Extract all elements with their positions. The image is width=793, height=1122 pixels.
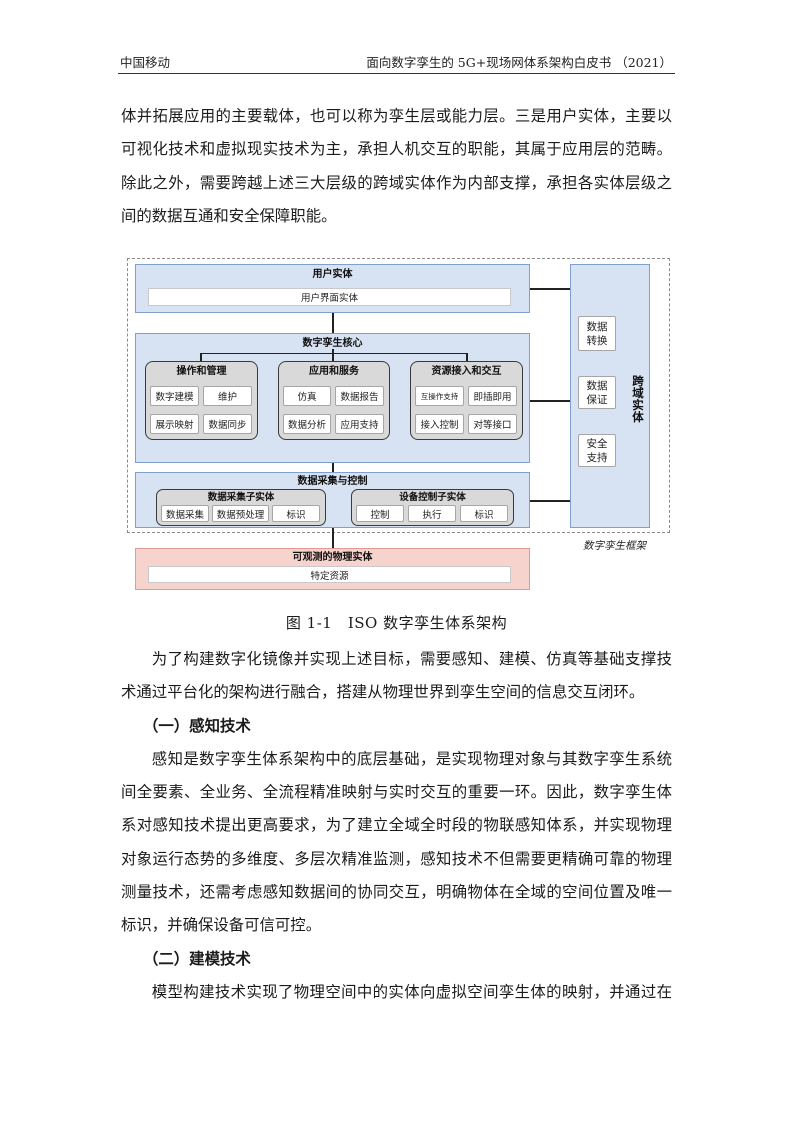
connector-line — [200, 352, 468, 354]
connector-line — [332, 528, 334, 548]
connector-line — [530, 500, 570, 502]
intro-paragraph: 体并拓展应用的主要载体，也可以称为孪生层或能力层。三是用户实体，主要以 可视化技… — [121, 100, 672, 233]
group-device-control-subentity: 设备控制子实体 控制 执行 标识 — [351, 489, 514, 526]
connector-line — [332, 349, 334, 353]
connector-line — [466, 352, 468, 362]
group-data-collection-subentity: 数据采集子实体 数据采集 数据预处理 标识 — [156, 489, 326, 526]
body-line: 间的数据互通和安全保障职能。 — [121, 206, 337, 225]
body-line: 测量技术，还需考虑感知数据间的协同交互，明确物体在全域的空间位置及唯一 — [121, 883, 672, 902]
body-line: 系对感知技术提出更高要求，为了建立全域全时段的物联感知体系，并实现物理 — [121, 816, 672, 835]
header-org: 中国移动 — [120, 55, 171, 70]
data-collection-control-box: 数据采集与控制 数据采集子实体 数据采集 数据预处理 标识 设备控制子实体 控制… — [135, 472, 530, 528]
group-title: 资源接入和交互 — [431, 366, 502, 377]
item-box: 数据保证 — [578, 376, 616, 409]
item-box: 数据报告 — [335, 386, 384, 406]
cross-domain-title: 跨域实体 — [631, 375, 645, 423]
item-box: 即插即用 — [468, 386, 517, 406]
physical-entity-title: 可观测的物理实体 — [292, 552, 373, 563]
item-box: 接入控制 — [415, 414, 464, 434]
item-box: 数据同步 — [203, 414, 252, 434]
item-box: 标识 — [460, 505, 508, 522]
body-line: 体并拓展应用的主要载体，也可以称为孪生层或能力层。三是用户实体，主要以 — [121, 107, 672, 125]
connector-line — [332, 463, 334, 472]
header-doc-title: 面向数字孪生的 5G+现场网体系架构白皮书 （2021） — [366, 55, 672, 70]
body-line: 术通过平台化的架构进行融合，搭建从物理世界到孪生空间的信息交互闭环。 — [121, 683, 645, 702]
body-line: 模型构建技术实现了物理空间中的实体向虚拟空间孪生体的映射，并通过在 — [151, 982, 672, 1001]
connector-line — [530, 288, 570, 290]
group-title: 操作和管理 — [176, 366, 227, 377]
specific-resources-bar: 特定资源 — [148, 566, 511, 583]
group-title: 数据采集子实体 — [207, 492, 275, 503]
group-title: 设备控制子实体 — [399, 492, 466, 503]
connector-line — [332, 352, 334, 362]
group-resource-access-interaction: 资源接入和交互 互操作支持 即插即用 接入控制 对等接口 — [410, 361, 523, 440]
section-heading-perception: （一）感知技术 — [143, 716, 251, 735]
framework-dashed-border — [127, 258, 670, 533]
group-title: 应用和服务 — [309, 366, 359, 377]
item-box: 应用支持 — [335, 414, 384, 434]
core-title: 数字孪生核心 — [302, 338, 363, 349]
item-box: 数据预处理 — [212, 505, 269, 522]
item-box: 数据转换 — [578, 316, 616, 351]
group-application-services: 应用和服务 仿真 数据报告 数据分析 应用支持 — [278, 361, 390, 440]
item-box: 执行 — [408, 505, 456, 522]
item-box: 安全支持 — [578, 434, 616, 467]
body-section: 为了构建数字化镜像并实现上述目标，需要感知、建模、仿真等基础支撑技 术通过平台化… — [121, 643, 672, 1009]
section-heading-modeling: （二）建模技术 — [143, 949, 251, 968]
connector-line — [200, 352, 202, 362]
group-operation-management: 操作和管理 数字建模 维护 展示映射 数据同步 — [145, 361, 258, 440]
item-box: 展示映射 — [150, 414, 199, 434]
cross-domain-entity-box: 数据转换 数据保证 安全支持 跨域实体 — [570, 264, 650, 528]
item-box: 控制 — [356, 505, 404, 522]
header-rule — [118, 73, 675, 74]
item-box: 维护 — [203, 386, 252, 406]
data-control-title: 数据采集与控制 — [297, 476, 368, 487]
body-line: 感知是数字孪生体系架构中的底层基础，是实现物理对象与其数字孪生系统 — [151, 749, 672, 768]
observable-physical-entity-box: 可观测的物理实体 特定资源 — [135, 548, 530, 590]
item-box: 仿真 — [283, 386, 331, 406]
figure-caption: 图 1-1 ISO 数字孪生体系架构 — [285, 614, 508, 632]
connector-line — [530, 400, 570, 402]
item-box: 数据采集 — [161, 505, 209, 522]
item-box: 数据分析 — [283, 414, 331, 434]
user-entity-title: 用户实体 — [312, 269, 353, 280]
body-line: 标识，并确保设备可信可控。 — [121, 916, 322, 935]
connector-line — [332, 313, 334, 333]
framework-label: 数字孪生框架 — [583, 540, 646, 552]
item-box: 对等接口 — [468, 414, 517, 434]
item-box: 标识 — [272, 505, 320, 522]
user-interface-entity-bar: 用户界面实体 — [148, 288, 511, 306]
user-entity-box: 用户实体 用户界面实体 — [135, 264, 530, 313]
body-line: 间全要素、全业务、全流程精准映射与实时交互的重要一环。因此，数字孪生体 — [121, 783, 672, 802]
item-box: 互操作支持 — [415, 386, 464, 406]
body-line: 可视化技术和虚拟现实技术为主，承担人机交互的职能，其属于应用层的范畴。 — [121, 140, 672, 159]
body-line: 对象运行态势的多维度、多层次精准监测，感知技术不但需要更精确可靠的物理 — [121, 849, 672, 868]
body-line: 除此之外，需要跨越上述三大层级的跨域实体作为内部支撑，承担各实体层级之 — [121, 173, 672, 192]
body-line: 为了构建数字化镜像并实现上述目标，需要感知、建模、仿真等基础支撑技 — [151, 650, 672, 668]
item-box: 数字建模 — [150, 386, 199, 406]
